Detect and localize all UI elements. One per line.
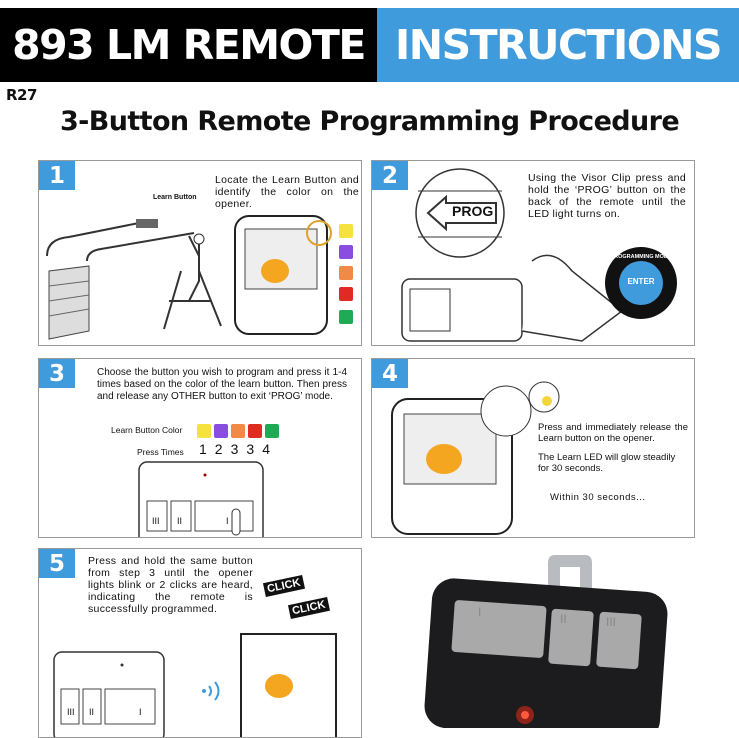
step-1-text: Locate the Learn Button and identify the… — [215, 174, 359, 210]
step-2-text: Using the Visor Clip press and hold the … — [528, 172, 686, 220]
learn-button-color-swatches — [339, 224, 354, 326]
button-3-label: III — [152, 516, 160, 526]
button-3-label: III — [67, 707, 75, 717]
model-code: R27 — [6, 86, 37, 104]
learn-button-color-label: Learn Button Color — [111, 425, 183, 435]
step-number: 1 — [39, 161, 75, 190]
remote-front-illustration — [138, 461, 264, 537]
step-number: 4 — [372, 359, 408, 388]
header-title-left: 893 LM REMOTE — [0, 8, 377, 82]
prog-label: PROG — [452, 203, 494, 219]
step-4-panel: 4 Press and immediately release the Lear… — [371, 358, 695, 538]
enter-label: ENTER — [627, 277, 655, 286]
step-4-text-2: The Learn LED will glow steadily for 30 … — [538, 452, 676, 474]
header-title-right: INSTRUCTIONS — [377, 8, 739, 82]
step-5-text: Press and hold the same button from step… — [88, 555, 253, 615]
step-5-panel: 5 Press and hold the same button from st… — [38, 548, 362, 738]
color-swatches — [197, 422, 282, 440]
step-number: 2 — [372, 161, 408, 190]
button-2-label: II — [89, 707, 95, 717]
learn-button-label: Learn Button — [153, 194, 197, 201]
step-3-panel: 3 Choose the button you wish to program … — [38, 358, 362, 538]
remote-product-photo — [424, 555, 668, 728]
step-4-text-1: Press and immediately release the Learn … — [538, 422, 688, 444]
remote-button-3: III — [606, 615, 617, 629]
programming-illustration — [53, 633, 337, 737]
programming-mode-label: PROGRAMMING MODE — [610, 254, 672, 260]
remote-button-2: II — [560, 612, 567, 626]
step-number: 3 — [39, 359, 75, 388]
press-times-label: Press Times — [137, 447, 184, 457]
button-1-label: I — [226, 516, 229, 526]
remote-back-illustration — [401, 168, 677, 342]
step-3-text: Choose the button you wish to program an… — [97, 367, 347, 402]
opener-illustration — [391, 381, 560, 535]
step-4-text-3: Within 30 seconds... — [550, 492, 646, 503]
press-count: 4 — [262, 441, 270, 457]
button-2-label: II — [177, 516, 183, 526]
press-count: 3 — [230, 441, 239, 457]
step-number: 5 — [39, 549, 75, 578]
press-count: 1 — [199, 441, 207, 457]
step-2-panel: 2 PROG ENTER PROGRAMMING MODE Using the … — [371, 160, 695, 346]
remote-button-1: I — [478, 605, 482, 619]
garage-illustration — [46, 215, 332, 340]
press-count: 3 — [246, 441, 255, 457]
button-1-label: I — [139, 707, 142, 717]
press-count: 2 — [214, 441, 223, 457]
step-1-panel: 1 Locate the Learn Button and identify t… — [38, 160, 362, 346]
page-title: 3-Button Remote Programming Procedure — [59, 106, 680, 137]
